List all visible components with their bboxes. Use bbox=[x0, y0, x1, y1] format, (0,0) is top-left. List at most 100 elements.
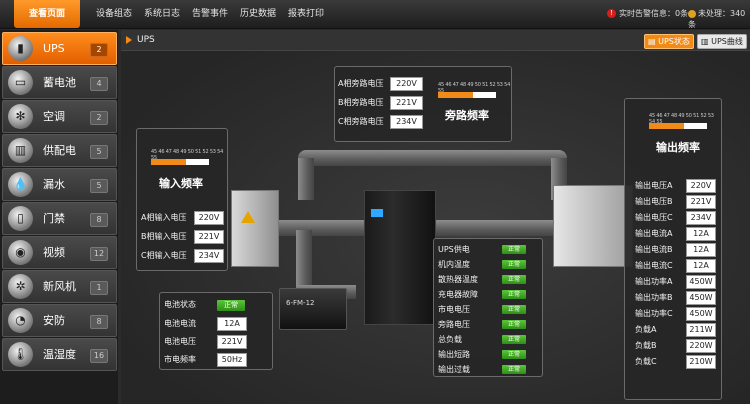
alarm-icon: ◔ bbox=[8, 308, 33, 333]
status-total-load-label: 总负载 bbox=[438, 335, 462, 344]
status-mains-voltage-label: 市电电压 bbox=[438, 305, 470, 314]
pending-text: 未处理：340条 bbox=[688, 9, 746, 29]
output-cabinet bbox=[553, 185, 633, 267]
status-internal-temp-label: 机内温度 bbox=[438, 260, 470, 269]
sidebar-item-label: 视频 bbox=[43, 246, 65, 259]
thermometer-icon: 🌡 bbox=[8, 342, 33, 367]
bypass-c-value: 234V bbox=[390, 115, 423, 129]
status-bypass-voltage-badge: 正常 bbox=[502, 320, 526, 329]
sidebar-item-label: UPS bbox=[43, 42, 65, 55]
page-title: UPS bbox=[137, 35, 155, 45]
nav-system-log[interactable]: 系统日志 bbox=[143, 9, 180, 19]
input-gauge-title: 输入频率 bbox=[159, 177, 203, 190]
output-voltage-a-value: 220V bbox=[686, 179, 716, 193]
water-drop-icon: 💧 bbox=[8, 172, 33, 197]
output-panel: 45 46 47 48 49 50 51 52 53 54 55 输出频率 输出… bbox=[624, 98, 722, 400]
output-power-c-label: 输出功率C bbox=[635, 309, 673, 318]
mains-frequency-label: 市电频率 bbox=[164, 355, 196, 364]
battery-status-label: 电池状态 bbox=[164, 300, 196, 309]
sidebar-item-leak[interactable]: 💧 漏水 5 bbox=[2, 168, 117, 201]
output-current-b-label: 输出电流B bbox=[635, 245, 673, 254]
output-voltage-a-label: 输出电压A bbox=[635, 181, 673, 190]
load-b-value: 220W bbox=[686, 339, 716, 353]
status-charger-fault-label: 充电器故障 bbox=[438, 290, 478, 299]
sidebar-item-aircon[interactable]: ✻ 空调 2 bbox=[2, 100, 117, 133]
output-power-b-label: 输出功率B bbox=[635, 293, 673, 302]
load-a-label: 负载A bbox=[635, 325, 657, 334]
output-power-b-value: 450W bbox=[686, 291, 716, 305]
status-internal-temp-badge: 正常 bbox=[502, 260, 526, 269]
sidebar-item-video[interactable]: ◉ 视频 12 bbox=[2, 236, 117, 269]
realtime-alarm[interactable]: !实时告警信息：0条 bbox=[607, 8, 688, 19]
input-b-value: 221V bbox=[194, 230, 224, 244]
input-gauge-ticks: 45 46 47 48 49 50 51 52 53 54 55 bbox=[151, 149, 224, 161]
sidebar-item-power[interactable]: ▥ 供配电 5 bbox=[2, 134, 117, 167]
bypass-pipe-left bbox=[298, 158, 314, 200]
sidebar-item-battery[interactable]: ▭ 蓄电池 4 bbox=[2, 66, 117, 99]
output-current-c-value: 12A bbox=[686, 259, 716, 273]
output-gauge-ticks: 45 46 47 48 49 50 51 52 53 54 55 bbox=[649, 113, 714, 125]
status-ups-supply-badge: 正常 bbox=[502, 245, 526, 254]
status-output-short-label: 输出短路 bbox=[438, 350, 470, 359]
sidebar-item-ups[interactable]: ▮ UPS 2 bbox=[2, 32, 117, 65]
main-view: UPS ▤ UPS状态 ▥ UPS曲线 6-FM-12 A相旁路电压 220V … bbox=[121, 30, 750, 404]
status-charger-fault-badge: 正常 bbox=[502, 290, 526, 299]
ups-unit bbox=[364, 190, 436, 325]
load-b-label: 负载B bbox=[635, 341, 657, 350]
load-c-label: 负载C bbox=[635, 357, 657, 366]
sidebar-item-label: 空调 bbox=[43, 110, 65, 123]
nav-alarm-events[interactable]: 告警事件 bbox=[191, 9, 228, 19]
output-current-c-label: 输出电流C bbox=[635, 261, 673, 270]
sidebar-item-count: 5 bbox=[90, 145, 108, 159]
pending-count[interactable]: 未处理：340条 bbox=[688, 8, 750, 30]
status-heatsink-temp-badge: 正常 bbox=[502, 275, 526, 284]
output-gauge-title: 输出频率 bbox=[656, 141, 700, 154]
sidebar-item-temp-humidity[interactable]: 🌡 温湿度 16 bbox=[2, 338, 117, 371]
bypass-pipe bbox=[298, 150, 567, 166]
tab-ups-status[interactable]: ▤ UPS状态 bbox=[644, 34, 694, 49]
battery-status-badge: 正常 bbox=[217, 300, 245, 311]
battery-voltage-value: 221V bbox=[217, 335, 247, 349]
sidebar-item-count: 12 bbox=[90, 247, 108, 261]
status-ups-supply-label: UPS供电 bbox=[438, 245, 470, 254]
sidebar-item-label: 漏水 bbox=[43, 178, 65, 191]
sidebar-item-count: 2 bbox=[90, 43, 108, 57]
input-c-label: C相输入电压 bbox=[141, 251, 187, 260]
pending-icon bbox=[688, 9, 696, 18]
input-gauge-bar bbox=[151, 159, 209, 165]
arrow-icon bbox=[126, 36, 132, 44]
bypass-panel: A相旁路电压 220V B相旁路电压 221V C相旁路电压 234V 45 4… bbox=[334, 66, 512, 142]
sidebar-item-count: 1 bbox=[90, 281, 108, 295]
tab-ups-status-label: UPS状态 bbox=[658, 37, 690, 46]
sidebar-item-count: 2 bbox=[90, 111, 108, 125]
battery-panel: 电池状态 正常 电池电流 12A 电池电压 221V 市电频率 50Hz bbox=[159, 292, 273, 370]
sidebar-item-fresh-air[interactable]: ✲ 新风机 1 bbox=[2, 270, 117, 303]
output-power-a-value: 450W bbox=[686, 275, 716, 289]
output-current-b-value: 12A bbox=[686, 243, 716, 257]
sidebar-item-count: 8 bbox=[90, 315, 108, 329]
tab-ups-curve[interactable]: ▥ UPS曲线 bbox=[697, 34, 747, 49]
input-c-value: 234V bbox=[194, 249, 224, 263]
output-voltage-b-value: 221V bbox=[686, 195, 716, 209]
sidebar-item-label: 温湿度 bbox=[43, 348, 76, 361]
sidebar-item-label: 门禁 bbox=[43, 212, 65, 225]
sidebar-item-access[interactable]: ▯ 门禁 8 bbox=[2, 202, 117, 235]
battery-voltage-label: 电池电压 bbox=[164, 337, 196, 346]
sidebar-item-label: 新风机 bbox=[43, 280, 76, 293]
nav-history-data[interactable]: 历史数据 bbox=[239, 9, 276, 19]
sidebar-item-label: 蓄电池 bbox=[43, 76, 76, 89]
output-power-a-label: 输出功率A bbox=[635, 277, 673, 286]
battery-icon: ▭ bbox=[8, 70, 33, 95]
status-heatsink-temp-label: 散热器温度 bbox=[438, 275, 478, 284]
ups-icon: ▮ bbox=[8, 36, 33, 61]
battery-model: 6-FM-12 bbox=[286, 299, 315, 307]
page-header: UPS ▤ UPS状态 ▥ UPS曲线 bbox=[121, 30, 750, 51]
mains-frequency-value: 50Hz bbox=[217, 353, 247, 367]
nav-view-page[interactable]: 查看页面 bbox=[14, 0, 80, 28]
sidebar-item-security[interactable]: ◔ 安防 8 bbox=[2, 304, 117, 337]
nav-device-config[interactable]: 设备组态 bbox=[95, 9, 132, 19]
fan-icon: ✻ bbox=[8, 104, 33, 129]
input-a-value: 220V bbox=[194, 211, 224, 225]
nav-report-print[interactable]: 报表打印 bbox=[287, 9, 324, 19]
status-total-load-badge: 正常 bbox=[502, 335, 526, 344]
